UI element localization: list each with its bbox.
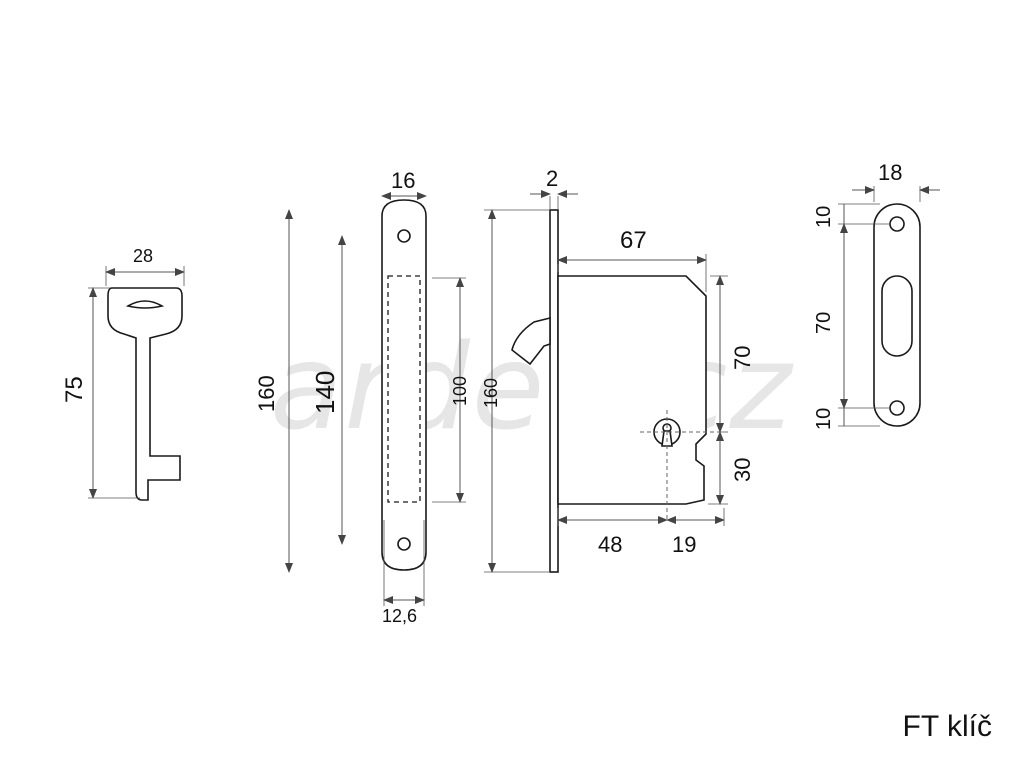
lock-latch-bolt [511,316,551,366]
key-outline [107,287,183,501]
strike-top-label: 10 [813,206,835,228]
faceplate-screw-top [397,229,411,243]
strike-plate-drawing [873,203,921,427]
body-width-label: 67 [620,227,647,254]
strike-screw-top [889,216,905,232]
caption: FT klíč [902,710,992,743]
faceplate-width-label: 16 [391,168,415,193]
key-width-label: 28 [133,246,153,266]
strike-bottom-label: 10 [813,408,835,430]
strike-slot [881,275,913,357]
faceplate-drawing [381,199,427,571]
key-bottom-label: 30 [730,458,755,482]
faceplate-screw-label: 140 [310,371,340,414]
key-height-label: 75 [61,376,88,403]
plate-thickness-label: 2 [546,166,558,191]
key-drawing [107,287,183,501]
faceplate-height-label: 160 [254,375,279,412]
plate-height-label: 160 [481,378,501,408]
lock-case-outline [557,275,707,505]
faceplate-bottom-label: 12,6 [382,606,417,626]
backset-label: 48 [598,532,622,557]
faceplate-cutout [387,275,421,503]
strike-width-label: 18 [878,160,902,185]
faceplate-outline [381,199,427,571]
faceplate-cutout-label: 100 [450,376,470,406]
lock-front-plate [549,209,559,573]
latch-key-label: 70 [730,346,755,370]
strike-slot-label: 70 [813,312,835,334]
faceplate-screw-bottom [397,537,411,551]
strike-screw-bottom [889,400,905,416]
key-bow-slot [125,300,165,309]
key-edge-label: 19 [672,532,696,557]
